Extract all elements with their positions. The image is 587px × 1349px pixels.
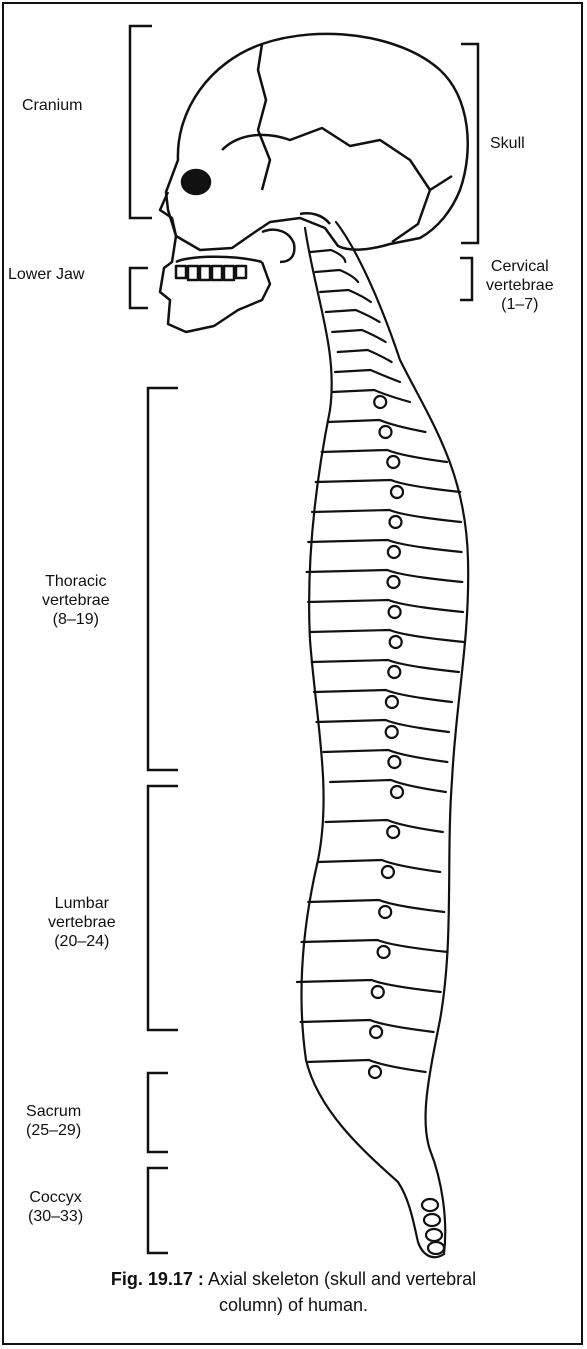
vertebra-outline xyxy=(322,450,447,462)
label-cervical-vertebrae: Cervical vertebrae (1–7) xyxy=(486,257,554,314)
label-lumbar-vertebrae: Lumbar vertebrae (20–24) xyxy=(48,894,116,951)
vertebra-process xyxy=(374,396,386,408)
vertebra-outline xyxy=(315,270,358,282)
vertebra-outline xyxy=(312,510,461,522)
vertebra-outline xyxy=(332,390,410,402)
label-skull: Skull xyxy=(490,134,525,153)
vertebra-outline xyxy=(316,480,461,492)
vertebra-process xyxy=(372,986,384,998)
vertebra-outline xyxy=(338,350,392,362)
caption-line-1: Axial skeleton (skull and vertebral xyxy=(208,1269,476,1289)
vertebra-outline xyxy=(297,980,441,992)
vertebra-outline xyxy=(330,780,446,792)
vertebra-outline xyxy=(326,310,380,322)
vertebra-outline xyxy=(308,540,461,552)
sacrum-bracket xyxy=(148,1073,168,1152)
vertebra-outline xyxy=(306,1060,425,1072)
vertebra-process xyxy=(370,1026,382,1038)
figure-caption: Fig. 19.17 : Axial skeleton (skull and v… xyxy=(20,1266,567,1318)
cranium-bracket xyxy=(130,26,152,218)
thoracic-bracket xyxy=(148,388,178,770)
cervical-bracket xyxy=(460,258,472,300)
lumbar-bracket xyxy=(148,786,178,1030)
coccyx-segment xyxy=(426,1229,442,1241)
label-lower-jaw: Lower Jaw xyxy=(8,265,84,284)
vertebra-process xyxy=(386,696,398,708)
lower-jaw-bracket xyxy=(130,268,148,308)
vertebra-process xyxy=(386,726,398,738)
vertebra-process xyxy=(379,906,391,918)
vertebra-process xyxy=(380,426,392,438)
vertebra-process xyxy=(388,666,400,678)
vertebra-process xyxy=(387,456,399,468)
skull-drawing xyxy=(160,34,468,332)
vertebra-outline xyxy=(320,290,371,302)
vertebra-outline xyxy=(311,250,346,262)
vertebra-outline xyxy=(312,660,459,672)
vertebra-process xyxy=(389,606,401,618)
vertebra-process xyxy=(390,636,402,648)
vertebra-outline xyxy=(323,750,447,762)
vertebra-outline xyxy=(316,720,448,732)
vertebra-outline xyxy=(326,820,443,832)
vertebra-process xyxy=(388,756,400,768)
vertebra-outline xyxy=(332,330,385,342)
vertebra-outline xyxy=(310,630,464,642)
vertebra-outline xyxy=(301,1020,434,1032)
vertebra-process xyxy=(369,1066,381,1078)
vertebra-outline xyxy=(328,420,426,432)
label-sacrum: Sacrum (25–29) xyxy=(26,1102,81,1140)
vertebra-process xyxy=(378,946,390,958)
coccyx-segment xyxy=(422,1199,438,1211)
vertebra-process xyxy=(388,576,400,588)
vertebra-outline xyxy=(318,860,441,872)
label-coccyx: Coccyx (30–33) xyxy=(28,1188,83,1226)
vertebra-outline xyxy=(307,570,463,582)
vertebra-process xyxy=(391,486,403,498)
label-cranium: Cranium xyxy=(22,96,82,115)
skull-bracket xyxy=(461,44,478,243)
coccyx-bracket xyxy=(148,1168,168,1253)
vertebra-outline xyxy=(308,600,463,612)
vertebra-outline xyxy=(301,940,447,952)
vertebra-process xyxy=(391,786,403,798)
label-thoracic-vertebrae: Thoracic vertebrae (8–19) xyxy=(42,572,110,629)
vertebra-outline xyxy=(308,900,444,912)
coccyx-segment xyxy=(424,1214,440,1226)
figure-number: Fig. 19.17 : xyxy=(111,1269,204,1289)
vertebra-process xyxy=(387,826,399,838)
vertebra-outline xyxy=(314,690,452,702)
vertebra-process xyxy=(382,866,394,878)
coccyx-segment xyxy=(428,1242,444,1254)
vertebra-process xyxy=(388,546,400,558)
caption-line-2: column) of human. xyxy=(219,1295,368,1315)
vertebra-outline xyxy=(335,370,400,382)
vertebral-column-drawing xyxy=(297,222,468,1257)
vertebra-process xyxy=(390,516,402,528)
